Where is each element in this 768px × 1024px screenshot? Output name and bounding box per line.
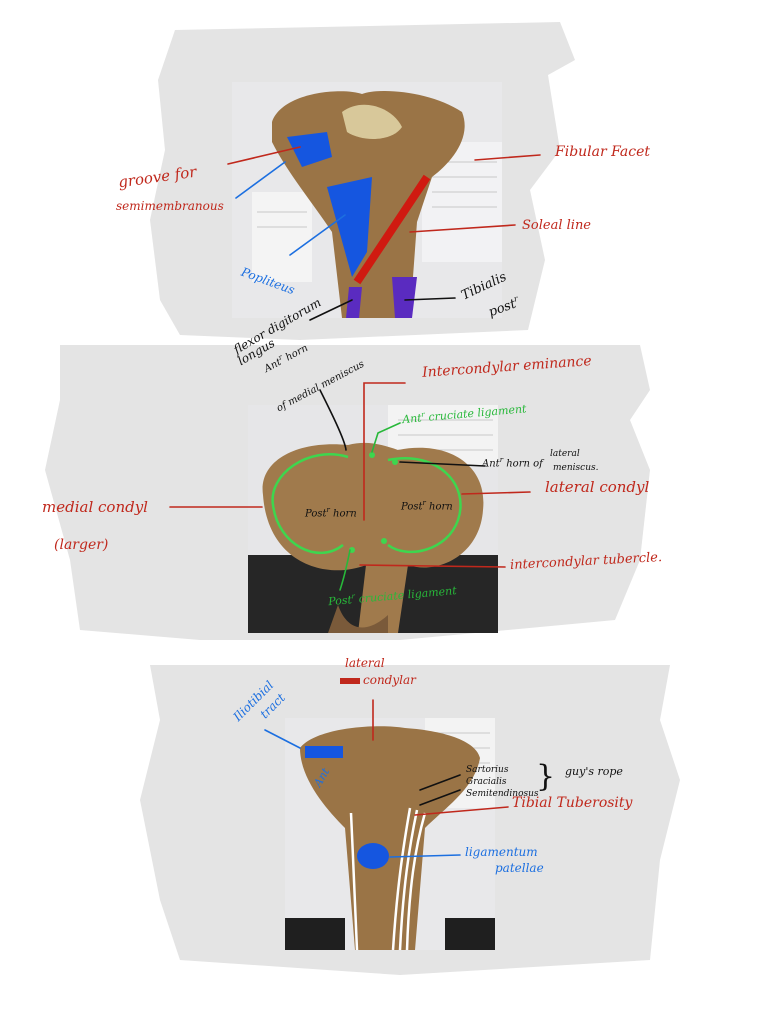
label-ligamentum: ligamentum	[465, 845, 538, 859]
ant-horn-lateral-hornof: horn of	[506, 458, 543, 470]
label-lateral: lateral	[345, 656, 385, 670]
bone-plateau	[262, 442, 484, 633]
photo-anterior-tibia	[285, 718, 495, 950]
label-larger: (larger)	[54, 537, 109, 553]
label-semimembranous: semimembranous	[116, 199, 224, 213]
photo-posterior-tibia	[232, 82, 502, 318]
label-tibial-tuberosity: Tibial Tuberosity	[512, 795, 633, 811]
label-lateral-meniscus-1: lateral	[550, 449, 580, 459]
brace-icon: }	[536, 759, 556, 794]
ant-horn-lateral-ant: Ant	[482, 458, 500, 470]
label-semitendinosus: Semitendinosus	[466, 789, 539, 799]
post-horn-right-sup: r	[422, 499, 426, 507]
label-sartorius: Sartorius	[466, 765, 509, 775]
label-ant-horn-lateral: Antr horn of	[482, 457, 543, 469]
post-cruciate-post: Post	[327, 593, 353, 609]
condylar-text: condylar	[363, 673, 416, 687]
patellae-highlight	[357, 843, 389, 869]
label-post-horn-left: Postr horn	[305, 507, 357, 519]
post-horn-left-post: Post	[305, 508, 327, 520]
label-patellae: patellae	[495, 861, 544, 875]
label-lateral-meniscus-2: meniscus.	[553, 463, 599, 473]
scribbled-out-mark	[340, 677, 360, 684]
ant-horn-lateral-sup: r	[499, 456, 504, 464]
ant-cruciate-sup: r	[421, 410, 426, 419]
label-gracialis: Gracialis	[466, 777, 507, 787]
ant-cruciate-ant: Ant	[401, 411, 423, 427]
label-lateral-condyl: lateral condyl	[545, 478, 650, 496]
post-horn-right-post: Post	[401, 501, 423, 513]
post-horn-right-horn: horn	[429, 501, 453, 513]
photo-tibial-plateau	[248, 405, 498, 633]
label-post-horn-right: Postr horn	[401, 500, 453, 512]
post-cruciate-sup: r	[351, 592, 356, 601]
label-medial-condyl: medial condyl	[42, 498, 148, 516]
post-horn-left-horn: horn	[333, 508, 357, 520]
label-guys-rope: guy's rope	[565, 765, 623, 778]
label-fibular-facet: Fibular Facet	[555, 144, 650, 160]
label-soleal-line: Soleal line	[522, 218, 592, 233]
soleal-line-mark	[353, 174, 431, 285]
iliotibial-highlight	[305, 746, 343, 758]
popliteus-highlight	[327, 177, 372, 277]
post-horn-left-sup: r	[326, 506, 330, 514]
label-condylar: condylar	[340, 674, 416, 686]
